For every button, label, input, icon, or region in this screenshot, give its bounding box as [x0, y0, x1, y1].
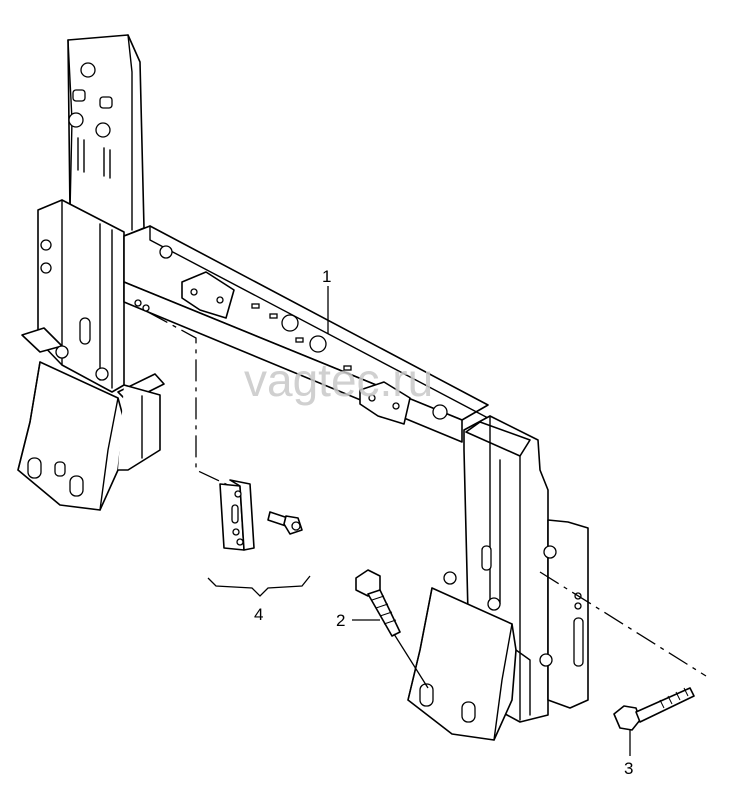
bracket-bolt [267, 511, 303, 535]
callout-3: 3 [624, 759, 633, 778]
cross-member-beam [123, 225, 489, 443]
left-upright-extension [67, 34, 145, 237]
assembly-lines [147, 311, 707, 689]
callout-2: 2 [336, 611, 345, 630]
callout-leaders [207, 286, 631, 756]
callout-4: 4 [254, 605, 263, 624]
callout-1: 1 [322, 267, 331, 286]
left-foot-bracket [17, 361, 161, 511]
mounting-bracket [219, 479, 255, 551]
watermark-text: vagtec.ru [244, 354, 433, 406]
right-foot-bracket [407, 587, 531, 741]
screw-3 [613, 687, 695, 731]
screw-2 [355, 569, 401, 637]
